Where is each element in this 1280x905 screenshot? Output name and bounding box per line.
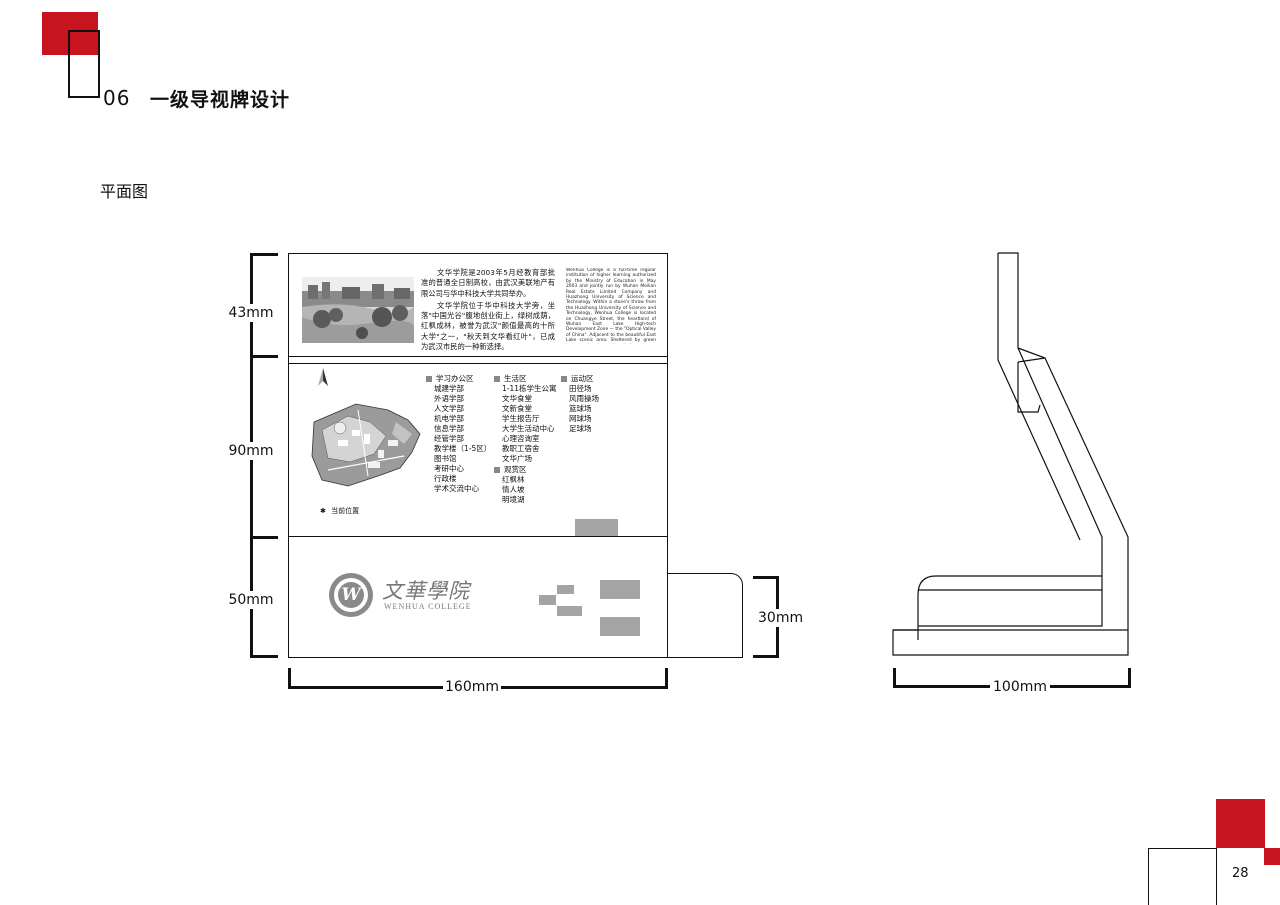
legend-item: 考研中心 — [434, 464, 464, 473]
campus-map — [308, 400, 426, 494]
grey-block-placeholder — [600, 580, 640, 599]
legend-item: 明境湖 — [502, 495, 525, 504]
section-title: 一级导视牌设计 — [150, 89, 291, 111]
sign-front-outline — [288, 253, 668, 658]
legend-item: 城建学部 — [434, 384, 464, 393]
legend-item: 篮球场 — [569, 404, 592, 413]
you-are-here-icon: ✱ — [320, 507, 326, 515]
legend-item: 网球场 — [569, 414, 592, 423]
legend-item: 行政楼 — [434, 474, 457, 483]
grey-block-placeholder — [557, 585, 574, 594]
legend-item: 大学生活动中心 — [502, 424, 555, 433]
logo-en-name: WENHUA COLLEGE — [384, 602, 472, 611]
sign-side-profile — [890, 250, 1135, 666]
campus-photo — [302, 277, 414, 343]
grey-block-placeholder — [575, 519, 618, 536]
intro-cn-paragraph-2: 文华学院位于华中科技大学旁，坐落"中国光谷"腹地创业街上，绿树成荫，红枫成林，被… — [421, 300, 555, 352]
college-logo-badge-icon — [328, 572, 374, 622]
footer-red-square-large — [1216, 799, 1265, 848]
grey-block-placeholder — [539, 595, 556, 605]
grey-block-placeholder — [557, 606, 582, 616]
legend-study-zone: 学习办公区 城建学部 外语学部 人文学部 机电学部 信息学部 经管学部 教学楼（… — [426, 374, 491, 494]
corner-outline-frame — [68, 30, 100, 98]
legend-sports-zone: 运动区 田径场 风雨操场 篮球场 网球场 足球场 — [561, 374, 599, 434]
legend-item: 学术交流中心 — [434, 484, 479, 493]
legend-living-swatch — [494, 376, 500, 382]
north-arrow-icon — [318, 368, 328, 390]
legend-item: 文新食堂 — [502, 404, 532, 413]
subheading: 平面图 — [100, 182, 149, 201]
footer-outline-frame-right — [1216, 848, 1217, 905]
intro-cn-paragraph-1: 文华学院是2003年5月经教育部批准的普通全日制高校，由武汉美联地产有限公司与华… — [421, 268, 555, 298]
legend-living-title: 生活区 — [504, 374, 527, 383]
legend-scenic-title: 观赏区 — [504, 465, 527, 474]
legend-item: 经管学部 — [434, 434, 464, 443]
you-are-here-label: 当前位置 — [331, 507, 360, 515]
you-are-here-marker: ✱ 当前位置 — [320, 506, 359, 516]
legend-item: 教学楼（1-5区） — [434, 444, 492, 453]
legend-sports-title: 运动区 — [571, 374, 594, 383]
legend-item: 风雨操场 — [569, 394, 599, 403]
legend-item: 人文学部 — [434, 404, 464, 413]
dim-side-depth: 100mm — [990, 678, 1050, 696]
footer-outline-frame — [1148, 848, 1216, 905]
legend-item: 信息学部 — [434, 424, 464, 433]
legend-item: 1-11栋学生公寓 — [502, 384, 557, 393]
dim-side-box-height: 30mm — [758, 609, 804, 627]
dim-mid-height: 90mm — [228, 442, 274, 460]
legend-item: 图书馆 — [434, 454, 457, 463]
grey-block-placeholder — [600, 617, 640, 636]
legend-item: 机电学部 — [434, 414, 464, 423]
legend-item: 心理咨询室 — [502, 434, 540, 443]
legend-study-swatch — [426, 376, 432, 382]
legend-item: 教职工宿舍 — [502, 444, 540, 453]
footer-red-square-small — [1264, 848, 1280, 865]
dim-bottom-height: 50mm — [228, 591, 274, 609]
legend-study-title: 学习办公区 — [436, 374, 474, 383]
legend-item: 情人坡 — [502, 485, 525, 494]
legend-item: 文华广场 — [502, 454, 532, 463]
legend-scenic-swatch — [494, 467, 500, 473]
dim-top-height: 43mm — [228, 304, 274, 322]
intro-en-paragraph: Wenhua College is a full-time regular in… — [566, 268, 656, 344]
side-box-outline — [667, 573, 743, 658]
legend-living-zone: 生活区 1-11栋学生公寓 文华食堂 文新食堂 学生报告厅 大学生活动中心 心理… — [494, 374, 557, 505]
legend-item: 田径场 — [569, 384, 592, 393]
dim-width: 160mm — [443, 678, 501, 696]
logo-cn-name: 文華學院 — [382, 579, 470, 603]
legend-item: 足球场 — [569, 424, 592, 433]
corner-red-square — [42, 12, 98, 55]
section-number: 06 — [103, 86, 131, 110]
logo-badge-letter: W — [341, 585, 361, 605]
legend-item: 外语学部 — [434, 394, 464, 403]
legend-item: 红枫林 — [502, 475, 525, 484]
page-number: 28 — [1232, 866, 1249, 881]
legend-item: 文华食堂 — [502, 394, 532, 403]
legend-item: 学生报告厅 — [502, 414, 540, 423]
legend-sports-swatch — [561, 376, 567, 382]
